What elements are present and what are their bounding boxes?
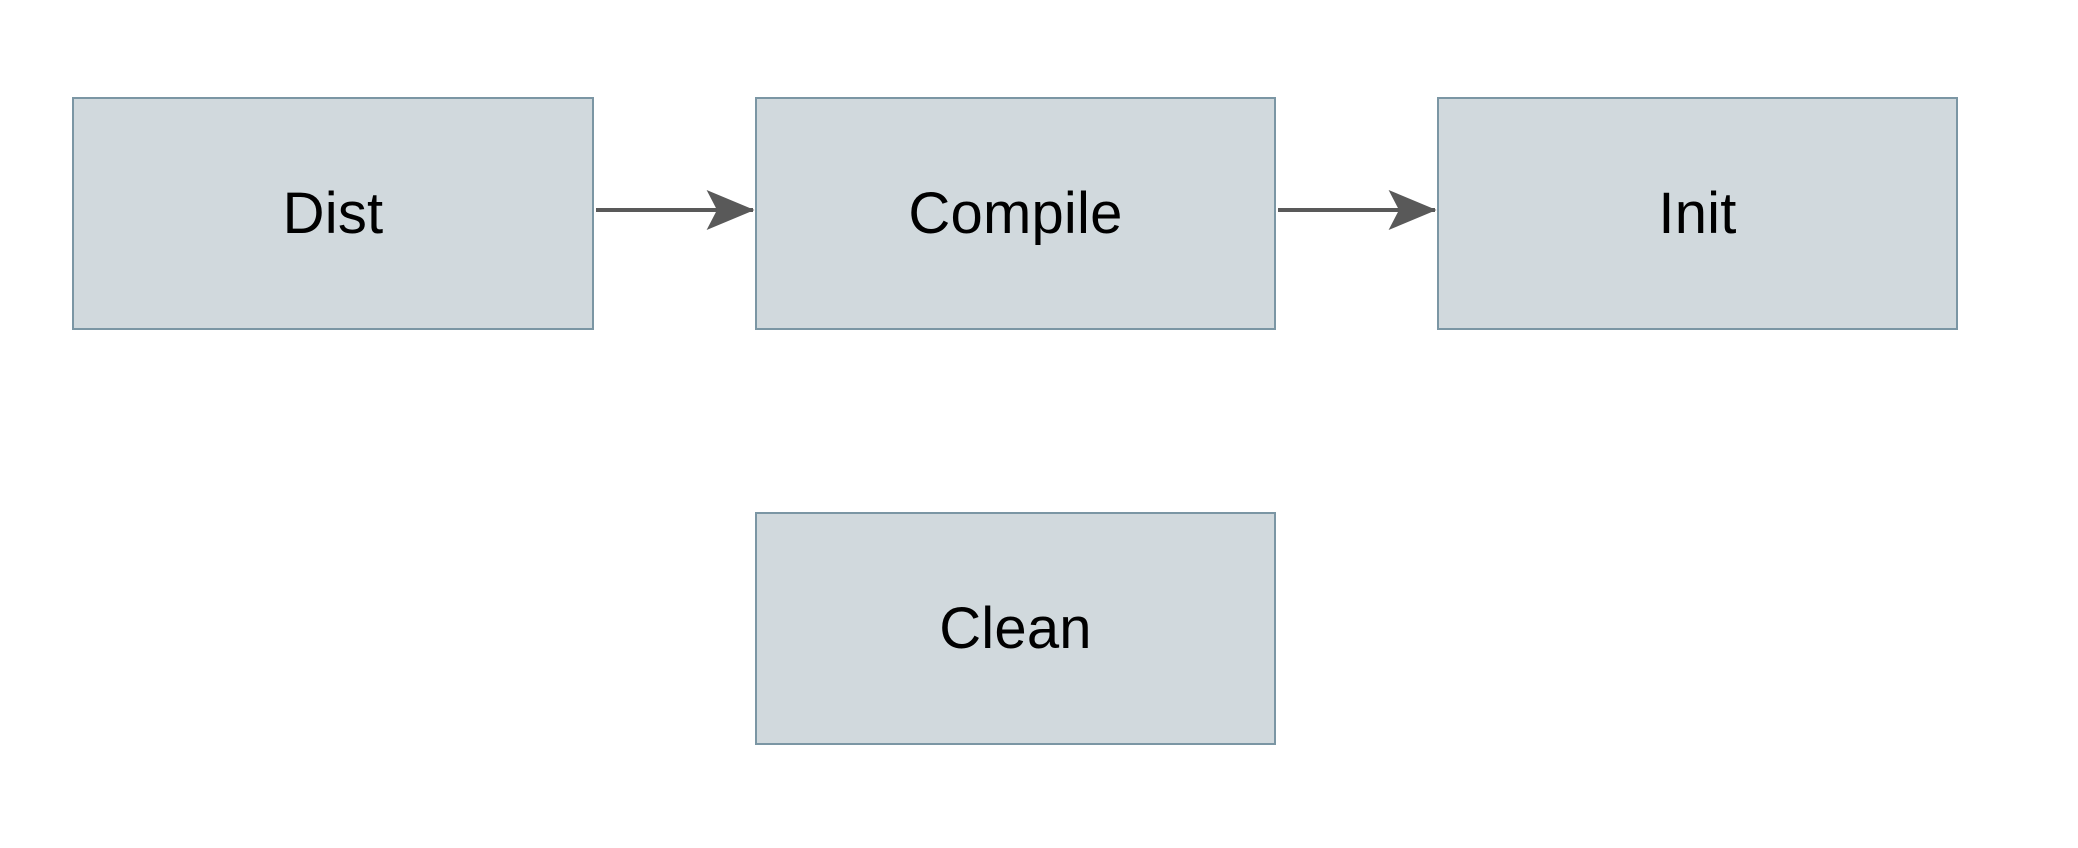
- node-init-label: Init: [1658, 180, 1737, 246]
- node-dist-label: Dist: [282, 180, 384, 246]
- node-dist[interactable]: Dist: [72, 97, 594, 330]
- node-clean-label: Clean: [939, 595, 1092, 661]
- node-clean[interactable]: Clean: [755, 512, 1276, 745]
- node-compile-label: Compile: [908, 180, 1123, 246]
- node-compile[interactable]: Compile: [755, 97, 1276, 330]
- node-init[interactable]: Init: [1437, 97, 1958, 330]
